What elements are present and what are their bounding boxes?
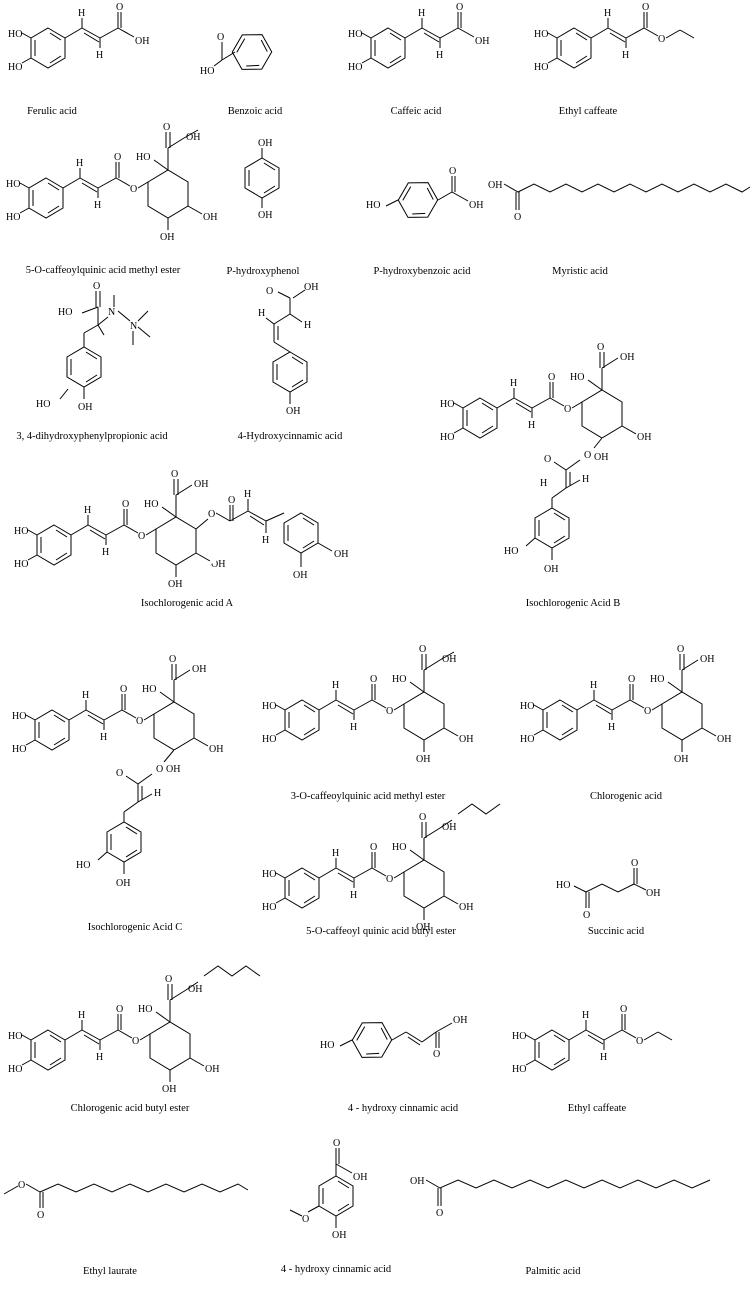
- caption-isochlorogenic-acid-c: Isochlorogenic Acid C: [87, 922, 183, 933]
- structure-5-o-caffeoyl-quinic-acid-butyl-ester: [261, 803, 501, 934]
- structure-p-hydroxyphenol: OH OH: [244, 138, 280, 221]
- caption-chlorogenic-acid-butyl-ester: Chlorogenic acid butyl ester: [70, 1103, 190, 1114]
- oxygen-label: O: [18, 1180, 25, 1191]
- structure-isochlorogenic-acid-c: O O H HO OH: [11, 653, 224, 889]
- hydroxyl-label: HO: [76, 860, 90, 871]
- caption-p-hydroxybenzoic-acid: P-hydroxybenzoic acid: [373, 266, 471, 277]
- structure-benzoic-acid: O HO: [200, 25, 278, 79]
- hydroxyl-label: OH: [334, 549, 348, 560]
- caption-3-4-dihydroxyphenylpropionic-acid: 3, 4-dihydroxyphenylpropionic acid: [16, 431, 168, 442]
- oxygen-label: O: [228, 495, 235, 506]
- structure-ethyl-laurate: O O: [3, 1180, 249, 1221]
- hydroxyl-label: HO: [36, 399, 50, 410]
- oxygen-label: O: [217, 32, 224, 43]
- caption-3-o-caffeoylquinic-acid-methyl-ester: 3-O-caffeoylquinic acid methyl ester: [290, 791, 446, 802]
- caption-ethyl-caffeate: Ethyl caffeate: [558, 106, 618, 117]
- hydroxyl-label: OH: [475, 36, 489, 47]
- caption-ferulic-acid: Ferulic acid: [27, 106, 77, 117]
- caption-ethyl-laurate: Ethyl laurate: [83, 1266, 137, 1277]
- structure-isochlorogenic-acid-a: O O H H OH OH: [13, 468, 348, 591]
- hydrogen-label: H: [262, 535, 269, 546]
- oxygen-label: O: [544, 454, 551, 465]
- hydrogen-label: H: [304, 320, 311, 331]
- structure-ferulic-acid: OH: [7, 1, 149, 74]
- caption-isochlorogenic-acid-a: Isochlorogenic acid A: [140, 598, 234, 609]
- oxygen-label: O: [156, 764, 163, 775]
- caption-caffeic-acid: Caffeic acid: [390, 106, 442, 117]
- hydroxyl-label: HO: [556, 880, 570, 891]
- hydroxyl-label: OH: [78, 402, 92, 413]
- oxygen-label: O: [116, 768, 123, 779]
- hydroxyl-label: OH: [135, 36, 149, 47]
- structure-ethyl-caffeate: O: [533, 1, 695, 74]
- caption-p-hydroxyphenol: P-hydroxyphenol: [226, 266, 300, 277]
- oxygen-label: O: [93, 281, 100, 292]
- hydroxyl-label: OH: [286, 406, 300, 417]
- structure-4-hydroxy-cinnamic-acid: HO: [320, 1012, 468, 1067]
- hydrogen-label: H: [582, 474, 589, 485]
- structure-isochlorogenic-acid-b: O O H H HO OH: [439, 341, 652, 575]
- oxygen-label: O: [631, 858, 638, 869]
- oxygen-label: O: [514, 212, 521, 223]
- hydroxyl-label: OH: [410, 1176, 424, 1187]
- hydroxyl-label: OH: [646, 888, 660, 899]
- structure-4-hydroxy-cinnamic-acid-vanillic: O OH: [289, 1137, 368, 1241]
- caption-4-hydroxy-cinnamic-acid-2: 4 - hydroxy cinnamic acid: [280, 1264, 392, 1275]
- hydroxyl-label: OH: [304, 282, 318, 293]
- oxygen-label: O: [436, 1208, 443, 1219]
- caption-isochlorogenic-acid-b: Isochlorogenic Acid B: [525, 598, 621, 609]
- oxygen-label: O: [583, 910, 590, 921]
- caption-succinic-acid: Succinic acid: [587, 926, 645, 937]
- hydrogen-label: H: [154, 788, 161, 799]
- caption-ethyl-caffeate-2: Ethyl caffeate: [567, 1103, 627, 1114]
- structure-caffeic-acid: OH: [347, 1, 489, 74]
- hydrogen-label: H: [244, 489, 251, 500]
- caption-benzoic-acid: Benzoic acid: [227, 106, 283, 117]
- caption-chlorogenic-acid: Chlorogenic acid: [589, 791, 663, 802]
- oxygen-label: O: [302, 1214, 309, 1225]
- structure-3-o-caffeoylquinic-acid-methyl-ester: [261, 643, 474, 766]
- hydroxyl-label: OH: [293, 570, 307, 581]
- nitrogen-label: N: [108, 307, 115, 318]
- caption-5-o-caffeoylquinic-acid-methyl-ester: 5-O-caffeoylquinic acid methyl ester: [25, 265, 181, 276]
- hydrogen-label: H: [540, 478, 547, 489]
- oxygen-label: O: [208, 509, 215, 520]
- oxygen-label: O: [584, 450, 591, 461]
- structure-chlorogenic-acid-butyl-ester: [7, 965, 261, 1096]
- hydroxyl-label: HO: [320, 1040, 334, 1051]
- structure-4-hydroxycinnamic-acid: OH H H O OH: [258, 282, 318, 417]
- structure-p-hydroxybenzoic-acid: HO: [366, 165, 484, 227]
- oxygen-label: O: [266, 286, 273, 297]
- oxygen-label: O: [658, 34, 665, 45]
- structure-ethyl-caffeate: O: [511, 1003, 673, 1076]
- hydroxyl-label: HO: [504, 546, 518, 557]
- structure-palmitic-acid: OH O: [410, 1176, 711, 1219]
- structure-chlorogenic-acid: [519, 643, 732, 766]
- hydroxyl-label: OH: [488, 180, 502, 191]
- hydrogen-label: H: [258, 308, 265, 319]
- nitrogen-label: N: [130, 321, 137, 332]
- hydroxyl-label: HO: [200, 66, 214, 77]
- structure-succinic-acid: HO O O OH: [556, 858, 660, 921]
- hydroxyl-label: HO: [58, 307, 72, 318]
- hydroxyl-label: OH: [258, 138, 272, 149]
- structure-myristic-acid: OH O: [488, 180, 751, 223]
- hydroxyl-label: OH: [332, 1230, 346, 1241]
- hydroxyl-label: OH: [116, 878, 130, 889]
- caption-palmitic-acid: Palmitic acid: [525, 1266, 581, 1277]
- caption-4-hydroxycinnamic-acid: 4-Hydroxycinnamic acid: [237, 431, 343, 442]
- caption-myristic-acid: Myristic acid: [552, 266, 608, 277]
- caption-5-o-caffeoyl-quinic-acid-butyl-ester: 5-O-caffeoyl quinic acid butyl ester: [306, 926, 456, 937]
- hydroxyl-label: HO: [366, 200, 380, 211]
- caption-4-hydroxy-cinnamic-acid: 4 - hydroxy cinnamic acid: [347, 1103, 459, 1114]
- oxygen-label: O: [37, 1210, 44, 1221]
- oxygen-label: O: [636, 1036, 643, 1047]
- structure-3-4-dihydroxyphenylpropionic-acid: HO OH O HO N N: [36, 281, 151, 413]
- hydroxyl-label: OH: [544, 564, 558, 575]
- hydroxyl-label: OH: [258, 210, 272, 221]
- structure-5-o-caffeoylquinic-acid-methyl-ester: [5, 121, 218, 244]
